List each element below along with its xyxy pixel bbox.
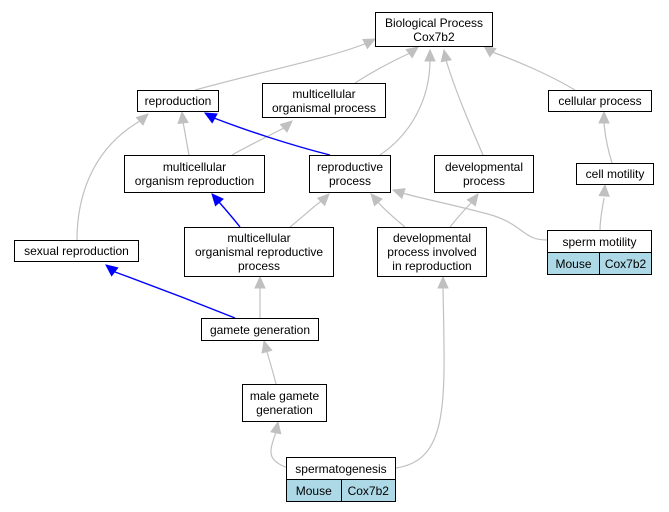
node-sexual-reproduction[interactable]: sexual reproduction — [14, 240, 139, 262]
edge-arrowhead — [440, 48, 452, 63]
node-cellular-process[interactable]: cellular process — [548, 90, 652, 112]
edge-line — [603, 121, 613, 164]
edge-arrowhead — [261, 339, 273, 354]
node-developmental-process-involved-in-reproduction[interactable]: developmental process involved in reprod… — [377, 227, 487, 277]
edge-arrowhead — [254, 275, 266, 289]
edge-multicellular-organismal-reproductive-process-to-reproductive-process — [289, 193, 330, 228]
edge-spermatogenesis-to-male-gamete-generation — [270, 420, 289, 469]
edge-sexual-reproduction-to-reproduction — [76, 113, 149, 241]
edge-arrowhead — [316, 193, 330, 207]
annotation-sperm-motility: Mouse Cox7b2 — [547, 252, 652, 275]
edge-arrowhead — [177, 110, 189, 125]
edge-line — [379, 59, 431, 156]
annotation-gene-cell[interactable]: Cox7b2 — [599, 253, 651, 274]
edge-arrowhead — [424, 48, 436, 62]
edge-arrowhead — [211, 193, 224, 207]
edge-line — [445, 59, 484, 156]
edge-line — [218, 201, 241, 228]
edge-multicellular-organismal-reproductive-process-to-multicellular-organism-reproduction — [211, 193, 241, 228]
edge-arrowhead — [405, 46, 419, 59]
edge-line — [266, 351, 277, 385]
annotation-species-cell[interactable]: Mouse — [548, 253, 599, 274]
edge-line — [395, 286, 445, 469]
edge-line — [377, 201, 406, 228]
edge-line — [599, 197, 605, 231]
edge-cell-motility-to-cellular-process — [598, 110, 613, 164]
edge-line — [231, 127, 285, 156]
edge-multicellular-organism-reproduction-to-multicellular-organismal-process — [231, 120, 293, 156]
edge-gamete-generation-to-multicellular-organismal-reproductive-process — [254, 275, 266, 318]
edge-gamete-generation-to-sexual-reproduction — [105, 264, 236, 319]
edge-arrowhead — [370, 193, 383, 207]
node-multicellular-organism-reproduction[interactable]: multicellular organism reproduction — [124, 155, 265, 193]
edge-reproductive-process-to-reproduction — [203, 112, 331, 156]
edge-line — [182, 121, 190, 156]
edge-developmental-process-to-root — [440, 48, 484, 156]
edge-line — [449, 201, 473, 228]
edge-line — [114, 271, 236, 319]
node-developmental-process[interactable]: developmental process — [434, 155, 534, 193]
node-cell-motility[interactable]: cell motility — [576, 163, 654, 185]
edge-male-gamete-generation-to-gamete-generation — [261, 339, 277, 385]
edge-spermatogenesis-to-developmental-process-involved-in-reproduction — [395, 275, 449, 469]
edge-arrowhead — [362, 38, 377, 50]
edge-arrowhead — [203, 112, 218, 124]
edge-developmental-process-involved-in-reproduction-to-developmental-process — [449, 193, 479, 228]
annotation-spermatogenesis: Mouse Cox7b2 — [286, 479, 396, 502]
node-spermatogenesis[interactable]: spermatogenesis — [286, 457, 396, 480]
edge-line — [194, 42, 368, 91]
edge-cellular-process-to-root — [483, 45, 576, 91]
edge-arrowhead — [135, 113, 149, 126]
edge-multicellular-organismal-process-to-root — [354, 46, 419, 84]
edge-developmental-process-involved-in-reproduction-to-reproductive-process — [370, 193, 406, 228]
edge-line — [401, 192, 548, 241]
node-multicellular-organismal-process[interactable]: multicellular organismal process — [262, 83, 386, 118]
edge-arrowhead — [598, 110, 610, 124]
edge-arrowhead — [270, 420, 282, 435]
edge-reproductive-process-to-root — [379, 48, 436, 156]
edge-arrowhead — [598, 183, 610, 197]
edge-line — [491, 51, 576, 91]
edge-line — [213, 117, 331, 156]
edge-line — [354, 52, 411, 84]
edge-line — [270, 431, 289, 469]
node-gamete-generation[interactable]: gamete generation — [201, 318, 319, 341]
edge-arrowhead — [279, 120, 293, 133]
edge-arrowhead — [105, 264, 119, 277]
edge-arrowhead — [483, 45, 497, 58]
node-reproduction[interactable]: reproduction — [137, 90, 219, 112]
edge-arrowhead — [466, 193, 479, 207]
edge-sperm-motility-to-reproductive-process — [391, 188, 548, 241]
node-reproductive-process[interactable]: reproductive process — [309, 155, 391, 193]
annotation-species-cell[interactable]: Mouse — [287, 480, 341, 501]
edge-line — [289, 199, 324, 228]
node-male-gamete-generation[interactable]: male gamete generation — [242, 384, 327, 422]
edge-sperm-motility-to-cell-motility — [598, 183, 610, 231]
edge-arrowhead — [437, 275, 449, 289]
annotation-gene-cell[interactable]: Cox7b2 — [340, 480, 395, 501]
edge-line — [76, 120, 141, 241]
edge-arrowhead — [391, 188, 406, 200]
node-biological-process[interactable]: Biological Process Cox7b2 — [375, 12, 493, 47]
edge-multicellular-organism-reproduction-to-reproduction — [177, 110, 190, 156]
node-sperm-motility[interactable]: sperm motility — [547, 230, 652, 253]
node-multicellular-organismal-reproductive-process[interactable]: multicellular organismal reproductive pr… — [184, 227, 334, 277]
edge-reproduction-to-root — [194, 38, 377, 91]
